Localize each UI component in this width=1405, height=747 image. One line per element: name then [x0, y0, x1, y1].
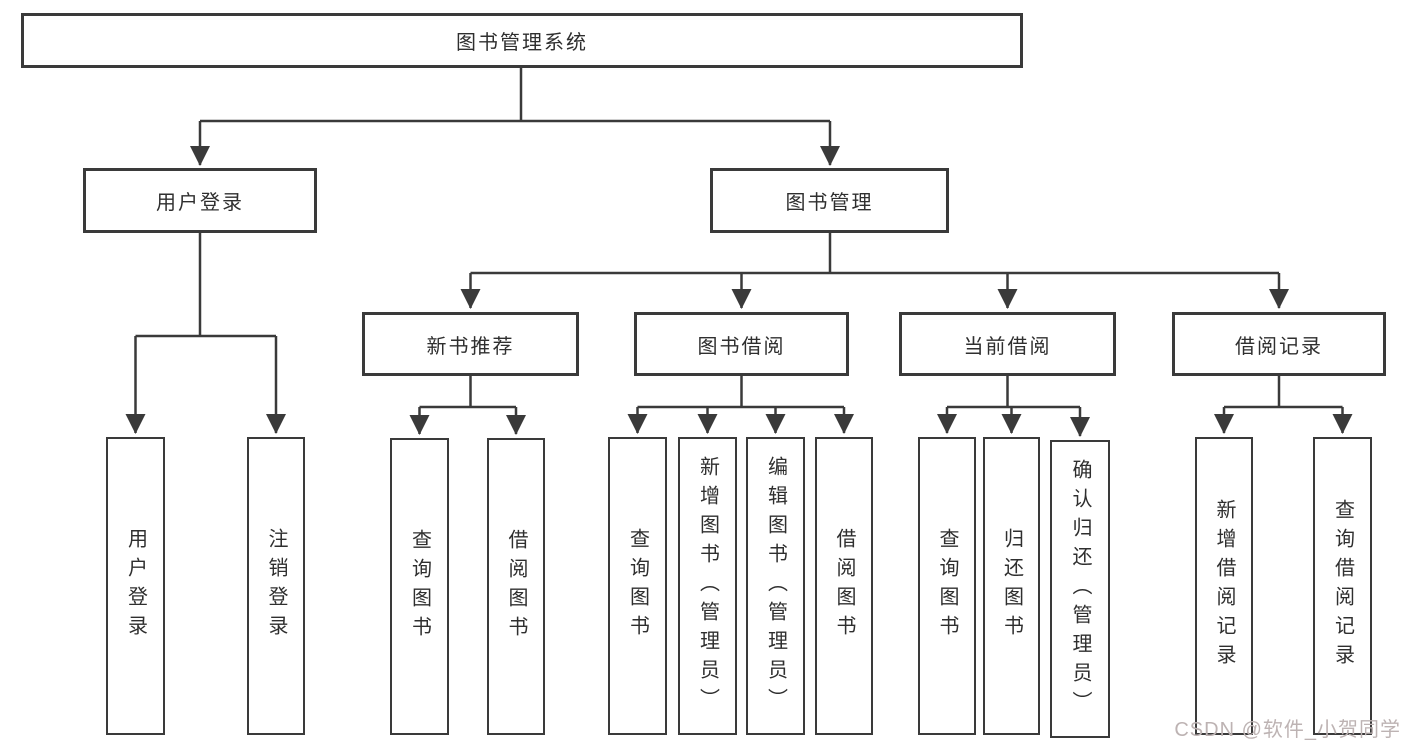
- leaf-query-borrow-record: 查询借阅记录: [1313, 437, 1372, 735]
- leaf-return-books: 归还图书: [983, 437, 1040, 735]
- leaf-add-borrow-record: 新增借阅记录: [1195, 437, 1253, 735]
- leaf-confirm-return-admin: 确认归还（管理员）: [1050, 440, 1110, 738]
- node-borrow-records: 借阅记录: [1172, 312, 1386, 376]
- leaf-borrow-books: 借阅图书: [815, 437, 873, 735]
- node-current-borrowing: 当前借阅: [899, 312, 1116, 376]
- leaf-query-books-borrowing: 查询图书: [608, 437, 667, 735]
- leaf-query-books-recommend: 查询图书: [390, 438, 449, 735]
- root-node-system-title: 图书管理系统: [21, 13, 1023, 68]
- csdn-watermark: CSDN @软件_小贺同学: [1174, 719, 1401, 741]
- leaf-query-books-current: 查询图书: [918, 437, 976, 735]
- node-book-borrowing: 图书借阅: [634, 312, 849, 376]
- node-user-login: 用户登录: [83, 168, 317, 233]
- node-new-book-recommend: 新书推荐: [362, 312, 579, 376]
- leaf-user-login: 用户登录: [106, 437, 165, 735]
- leaf-borrow-books-recommend: 借阅图书: [487, 438, 545, 735]
- leaf-edit-books-admin: 编辑图书（管理员）: [746, 437, 805, 735]
- leaf-logout: 注销登录: [247, 437, 305, 735]
- node-book-management: 图书管理: [710, 168, 949, 233]
- tree-trunk-lines: [135, 68, 1343, 409]
- leaf-add-books-admin: 新增图书（管理员）: [678, 437, 737, 735]
